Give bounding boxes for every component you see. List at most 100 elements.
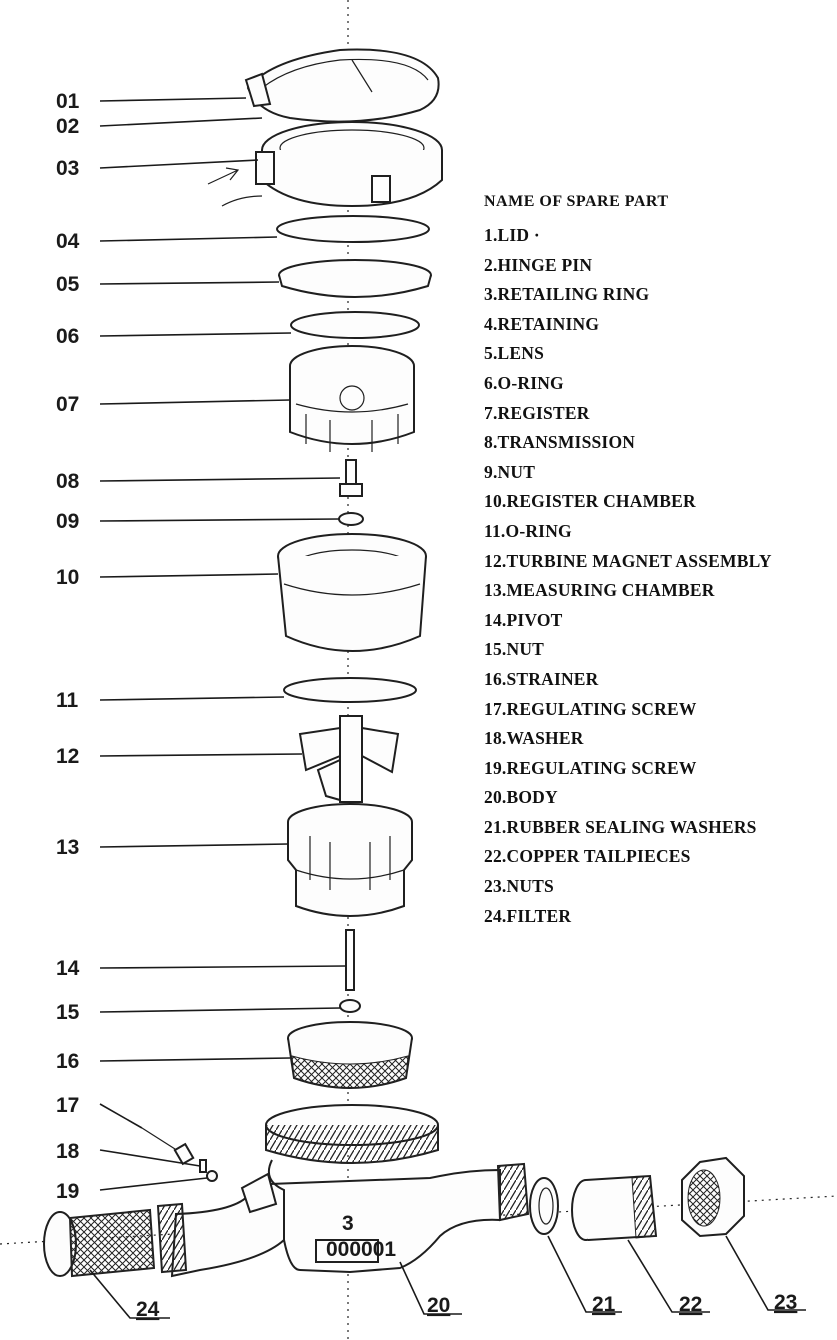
legend-item: 17.REGULATING SCREW (484, 698, 697, 719)
callout-24: 24 (136, 1298, 160, 1321)
part-measuring-chamber (287, 803, 413, 917)
callout-15: 15 (56, 1001, 80, 1024)
leader-17 (99, 1103, 143, 1129)
part-o-ring-top (290, 311, 420, 339)
spare-parts-legend: NAME OF SPARE PART 1.LID · 2.HINGE PIN 3.R… (484, 193, 834, 935)
leader-04 (99, 236, 278, 242)
callout-08: 08 (56, 470, 80, 493)
legend-item: 11.O-RING (484, 520, 572, 541)
part-strainer (287, 1021, 413, 1089)
part-turbine-magnet-assembly (298, 715, 400, 803)
callout-05: 05 (56, 273, 80, 296)
leader-02 (99, 117, 263, 127)
callout-22: 22 (679, 1293, 702, 1316)
callout-16: 16 (56, 1050, 79, 1073)
leader-01 (99, 97, 247, 102)
legend-item: 5.LENS (484, 343, 545, 364)
callout-11: 11 (56, 689, 79, 712)
leader-06 (99, 332, 292, 337)
part-transmission (339, 459, 363, 497)
legend-item: 18.WASHER (484, 728, 584, 749)
legend-item: 19.REGULATING SCREW (484, 757, 697, 778)
legend-item: 12.TURBINE MAGNET ASSEMBLY (484, 550, 772, 571)
callout-02: 02 (56, 115, 79, 138)
legend-item: 22.COPPER TAILPIECES (484, 846, 691, 867)
leader-10 (99, 573, 279, 578)
leader-19 (99, 1177, 208, 1191)
part-lens (278, 259, 432, 298)
flow-direction-number: 3 (342, 1212, 354, 1235)
callout-09: 09 (56, 510, 79, 533)
part-register (289, 345, 415, 452)
part-regulating-screw-upper (141, 1127, 195, 1166)
part-nut-hex (681, 1156, 745, 1238)
serial-plate: 000001 (326, 1238, 396, 1261)
leader-24 (89, 1269, 170, 1319)
callout-20: 20 (427, 1294, 450, 1317)
leader-16 (99, 1057, 291, 1062)
callout-07: 07 (56, 393, 79, 416)
part-retailing-ring (207, 121, 443, 208)
callout-14: 14 (56, 957, 80, 980)
legend-item: 3.RETAILING RING (484, 284, 650, 305)
legend-item: 7.REGISTER (484, 402, 590, 423)
leader-08 (99, 477, 341, 482)
leader-05 (99, 281, 280, 285)
legend-item: 20.BODY (484, 787, 558, 808)
part-filter (43, 1208, 156, 1278)
callout-04: 04 (56, 230, 80, 253)
leader-12 (99, 753, 303, 757)
legend-item: 23.NUTS (484, 876, 554, 897)
callout-13: 13 (56, 836, 79, 859)
part-copper-tailpiece (571, 1174, 658, 1241)
leader-09 (99, 518, 340, 522)
legend-item: 15.NUT (484, 639, 545, 660)
legend-item: 8.TRANSMISSION (484, 432, 636, 453)
part-washer (199, 1159, 207, 1173)
legend-item: 9.NUT (484, 461, 536, 482)
leader-11 (99, 696, 285, 701)
legend-item: 14.PIVOT (484, 609, 563, 630)
part-nut-upper (338, 512, 364, 526)
legend-item: 1.LID · (484, 225, 540, 245)
legend-item: 6.O-RING (484, 372, 564, 393)
leader-07 (99, 399, 291, 405)
callout-06: 06 (56, 325, 79, 348)
part-nut-lower (339, 999, 361, 1013)
leader-03 (99, 159, 259, 169)
callout-03: 03 (56, 157, 79, 180)
callout-17: 17 (56, 1094, 79, 1117)
legend-title: NAME OF SPARE PART (484, 193, 669, 210)
legend-item: 24.FILTER (484, 905, 572, 926)
callout-23: 23 (774, 1291, 797, 1314)
legend-item: 2.HINGE PIN (484, 254, 593, 275)
legend-list: 1.LID · 2.HINGE PIN 3.RETAILING RING 4.RETA… (484, 225, 834, 935)
callout-01: 01 (56, 90, 80, 113)
leader-23 (725, 1235, 806, 1311)
leader-20 (399, 1261, 462, 1315)
part-register-chamber (277, 533, 427, 652)
legend-item: 16.STRAINER (484, 668, 599, 689)
legend-item: 10.REGISTER CHAMBER (484, 491, 696, 512)
legend-item: 4.RETAINING (484, 313, 600, 334)
callout-18: 18 (56, 1140, 80, 1163)
part-regulating-screw-lower (206, 1170, 218, 1182)
leader-21 (547, 1235, 622, 1313)
callout-19: 19 (56, 1180, 79, 1203)
legend-item: 13.MEASURING CHAMBER (484, 580, 715, 601)
callout-12: 12 (56, 745, 79, 768)
part-pivot (345, 929, 355, 991)
legend-item: 21.RUBBER SEALING WASHERS (484, 816, 757, 837)
leader-15 (99, 1007, 341, 1013)
leader-14 (99, 965, 347, 969)
leader-22 (627, 1239, 710, 1313)
part-o-ring-lower (283, 677, 417, 703)
part-rubber-sealing-washer (529, 1177, 559, 1235)
part-lid (244, 48, 440, 123)
part-body: 000001 3 (156, 1104, 530, 1278)
callout-10: 10 (56, 566, 79, 589)
part-retaining (276, 215, 430, 243)
leader-13 (99, 843, 289, 848)
leader-18 (99, 1149, 201, 1167)
